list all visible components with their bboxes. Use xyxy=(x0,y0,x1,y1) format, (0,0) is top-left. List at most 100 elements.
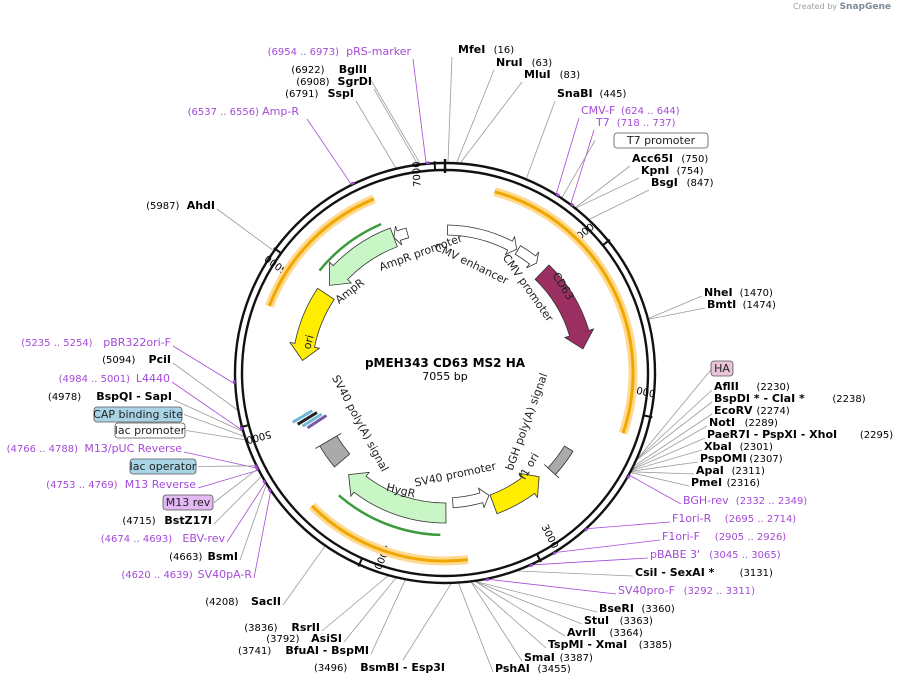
connector-csii-sexai xyxy=(517,570,634,577)
label-name: PaeR7I - PspXI - XhoI xyxy=(707,428,837,441)
label-name: EcoRV xyxy=(714,404,753,417)
tick-mark xyxy=(536,553,542,563)
feature-box-lac-promoter: lac promoter xyxy=(114,422,186,439)
primer-mark xyxy=(267,488,272,493)
features-layer xyxy=(265,187,638,566)
tick-label: 7000 xyxy=(411,161,423,187)
label-position: (63) xyxy=(532,58,553,69)
site-rsrii: RsrII(3836) xyxy=(244,621,320,634)
primer-f1ori-f: F1ori-F(2905 .. 2926) xyxy=(662,530,786,543)
connector-sv40pro-f xyxy=(488,578,617,595)
sv40-promoter-label: SV40 promoter xyxy=(413,459,497,489)
site-noti: NotI(2289) xyxy=(709,416,778,429)
connector-box-t7-promoter xyxy=(561,140,596,198)
label-name: F1ori-F xyxy=(662,530,700,543)
connector-bgh-rev xyxy=(629,474,682,505)
bgh-polya-box xyxy=(544,445,574,479)
label-position: (2238) xyxy=(832,394,865,405)
label-position: (2295) xyxy=(860,430,893,441)
label-position: (4978) xyxy=(48,392,81,403)
label-position: (2316) xyxy=(727,478,760,489)
label-position: (3045 .. 3065) xyxy=(709,550,781,561)
label-position: (4208) xyxy=(205,597,238,608)
label-position: (2274) xyxy=(757,406,790,417)
site-aflii: AflII(2230) xyxy=(714,380,790,393)
connector-mlui xyxy=(460,81,523,163)
label-position: (6908) xyxy=(296,77,329,88)
label-position: (2230) xyxy=(757,382,790,393)
label-position: (2301) xyxy=(740,442,773,453)
label-position: (5987) xyxy=(146,201,179,212)
sv40-promoter-arrow xyxy=(452,487,490,509)
site-snabi: SnaBI(445) xyxy=(557,87,626,100)
label-name: MfeI xyxy=(458,43,485,56)
lac-element-marker xyxy=(306,414,328,430)
label-position: (3387) xyxy=(560,653,593,664)
label-name: PspOMI xyxy=(700,452,747,465)
plasmid-name: pMEH343 CD63 MS2 HA xyxy=(365,356,526,370)
ori-arrow xyxy=(289,287,335,362)
label-position: (3363) xyxy=(620,616,653,627)
label-position: (4663) xyxy=(169,552,202,563)
hygr-cds-arc-core xyxy=(310,504,469,563)
primer-mark xyxy=(584,527,589,532)
feature-box-label: lac promoter xyxy=(115,424,186,437)
primer-prs-marker: pRS-marker(6954 .. 6973) xyxy=(268,45,412,58)
label-name: SspI xyxy=(328,87,354,100)
label-name: NheI xyxy=(704,286,733,299)
connector-bspqi-sapi xyxy=(173,399,243,432)
connector-f1ori-r xyxy=(587,521,671,530)
primer-mark xyxy=(529,563,534,568)
label-name: SmaI xyxy=(524,651,555,664)
connector-smai xyxy=(470,582,523,662)
ampr-inner-arc xyxy=(318,222,382,272)
site-pspomi: PspOMI(2307) xyxy=(700,452,783,465)
label-position: (5094) xyxy=(102,355,135,366)
site-csii-sexai: CsiI - SexAI *(3131) xyxy=(635,566,773,579)
lac-element-marker xyxy=(296,411,318,426)
label-position: (83) xyxy=(560,70,581,81)
connector-pspomi xyxy=(631,461,699,472)
tick-mark xyxy=(357,557,363,567)
label-position: (3741) xyxy=(238,646,271,657)
connector-ebv-rev xyxy=(226,483,266,543)
site-smai: SmaI (3387) xyxy=(524,651,593,664)
label-position: (847) xyxy=(687,178,714,189)
site-nhei: NheI(1470) xyxy=(704,286,773,299)
connector-nrui xyxy=(456,69,495,163)
connector-sgrdi xyxy=(373,88,418,165)
connector-f1ori-f xyxy=(556,539,661,553)
site-bfuai-bspmi: BfuAI - BspMI(3741) xyxy=(238,644,369,657)
label-name: AvrII xyxy=(567,626,596,639)
connector-box-lac-promoter xyxy=(185,430,245,441)
label-name: BsmBI - Esp3I xyxy=(360,661,445,674)
cd63-cds-arc-core xyxy=(494,190,635,434)
label-name: BsmI xyxy=(208,550,239,563)
connector-m13-reverse xyxy=(197,469,258,489)
site-paer7i-pspxi-xhoi: PaeR7I - PspXI - XhoI (2295) xyxy=(707,428,893,441)
connector-cmv-f xyxy=(555,117,580,194)
feature-box-label: T7 promoter xyxy=(626,134,696,147)
label-position: (750) xyxy=(681,154,708,165)
connector-pbabe-3 xyxy=(532,557,649,566)
connector-asisi xyxy=(343,577,397,643)
primer-mark xyxy=(239,426,244,431)
primer-cmv-f: CMV-F(624 .. 644) xyxy=(581,104,680,117)
site-bsmbi-esp3i: BsmBI - Esp3I(3496) xyxy=(314,661,445,674)
feature-box-frame xyxy=(710,360,734,377)
label-name: BseRI xyxy=(599,602,634,615)
label-name: SgrDI xyxy=(338,75,372,88)
label-position: (3360) xyxy=(642,604,675,615)
connector-tspmi-xmai xyxy=(471,582,547,649)
label-position: (2332 .. 2349) xyxy=(736,496,808,507)
label-name: SV40pro-F xyxy=(618,584,675,597)
connector-pbr322ori-f xyxy=(172,345,235,384)
site-ecorv: EcoRV (2274) xyxy=(714,404,790,417)
connector-bspdi-clai xyxy=(637,401,713,460)
label-position: (2695 .. 2714) xyxy=(725,514,797,525)
connector-box-ha xyxy=(637,368,713,459)
primer-mark xyxy=(552,551,557,556)
label-position: (6954 .. 6973) xyxy=(268,47,340,58)
label-name: Amp-R xyxy=(262,105,299,118)
primer-pbabe-3: pBABE 3'(3045 .. 3065) xyxy=(650,548,781,561)
